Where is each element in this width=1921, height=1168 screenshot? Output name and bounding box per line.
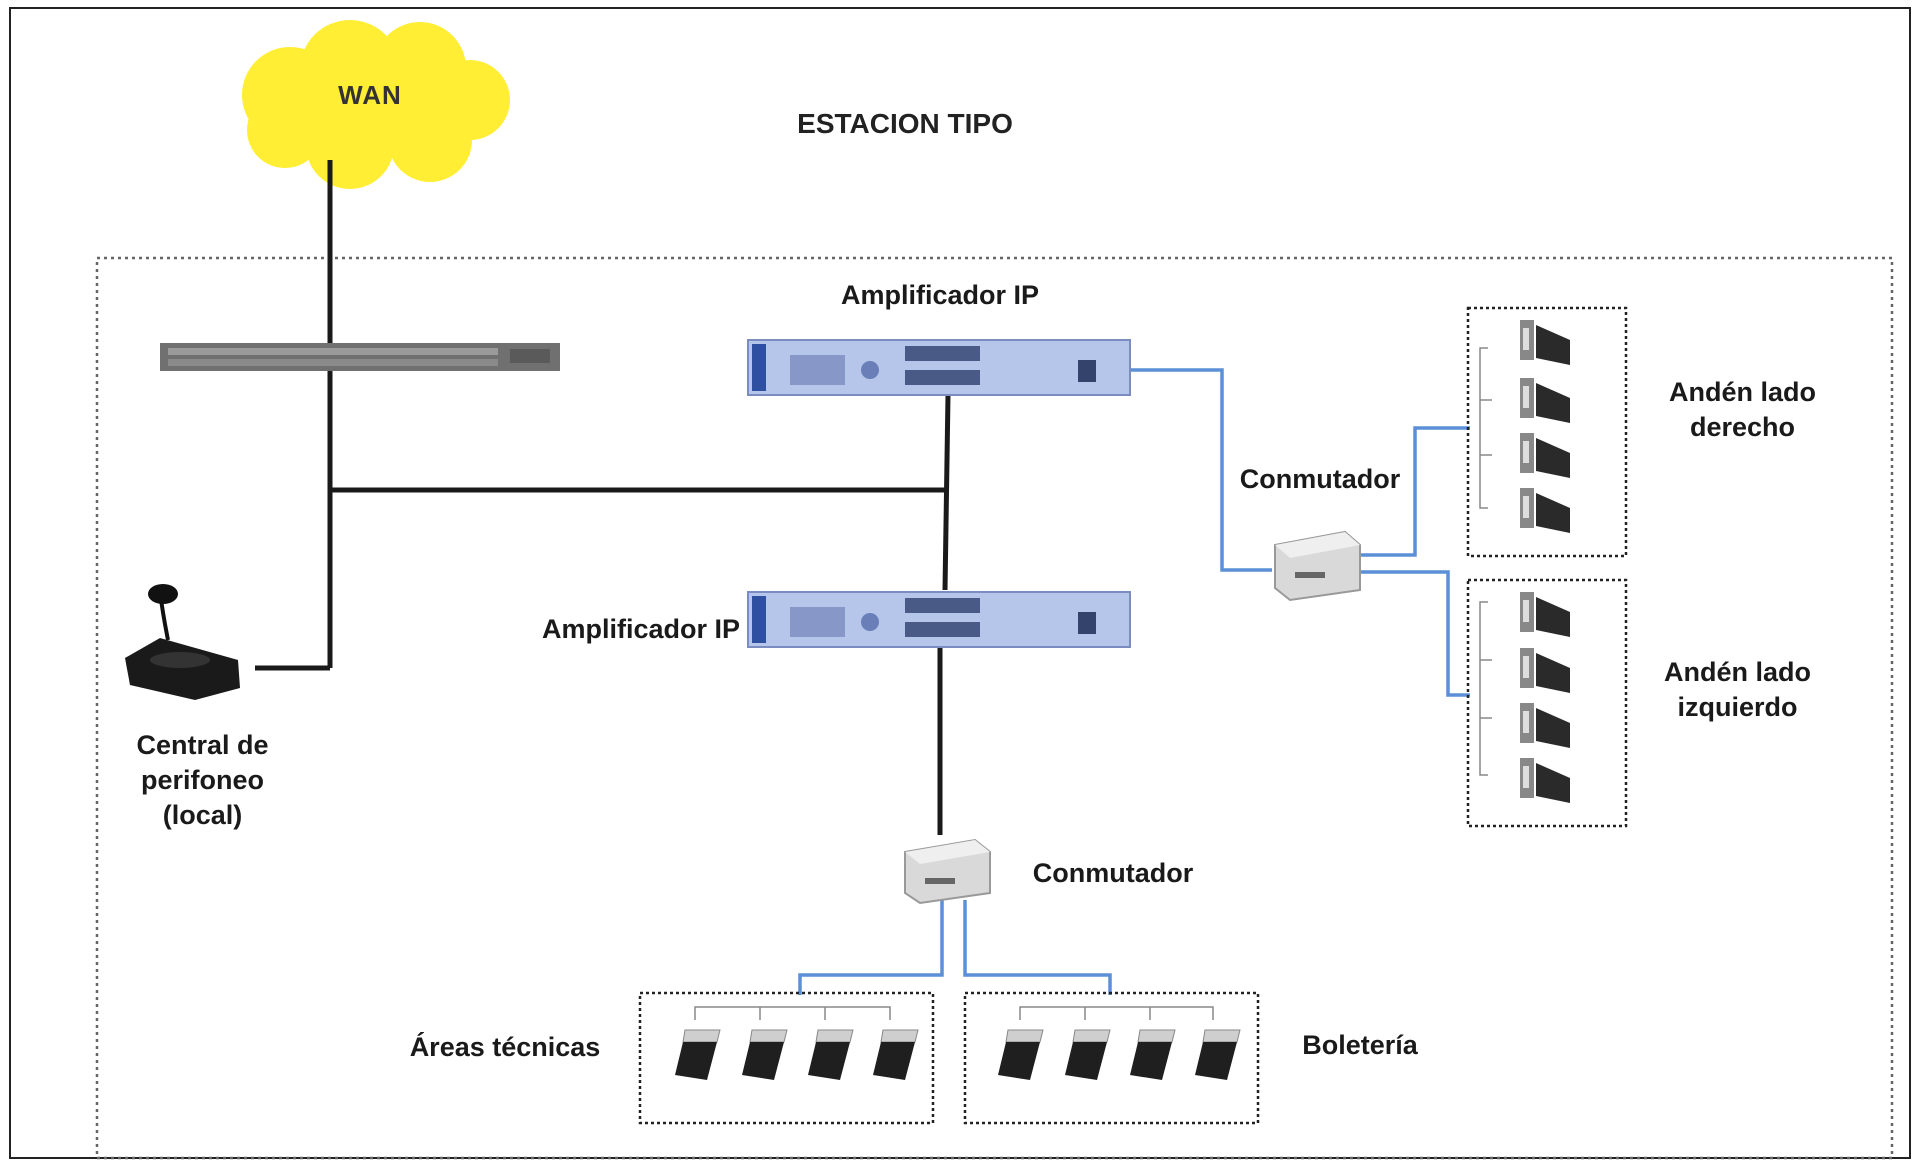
diagram-title: ESTACION TIPO xyxy=(797,108,1013,139)
amplifier-top-label: Amplificador IP xyxy=(840,280,1040,310)
amplifier-mid-label: Amplificador IP xyxy=(541,614,740,644)
console-label: Central de perifoneo (local) xyxy=(110,728,295,833)
wan-label: WAN xyxy=(338,80,402,110)
network-links xyxy=(255,160,951,835)
paging-console-icon xyxy=(125,584,240,700)
platform-right-label-line-1: Andén lado xyxy=(1669,377,1816,407)
switch-bottom-label: Conmutador xyxy=(1032,858,1194,888)
audio-links xyxy=(798,368,1470,995)
technical-areas-label: Áreas técnicas xyxy=(409,1032,601,1062)
ticket-office-label: Boletería xyxy=(1302,1030,1418,1060)
switch-right-label: Conmutador xyxy=(1239,464,1401,494)
speakers-technical-areas xyxy=(675,1029,919,1080)
console-label-line-1: Central de xyxy=(136,730,269,760)
switch-right-icon xyxy=(1274,530,1361,602)
switch-bottom-icon xyxy=(904,838,991,905)
platform-left-label: Andén lado izquierdo xyxy=(1645,655,1830,725)
platform-left-label-line-2: izquierdo xyxy=(1677,692,1798,722)
platform-right-label: Andén lado derecho xyxy=(1650,375,1835,445)
console-label-line-2: perifoneo xyxy=(140,765,264,795)
platform-right-label-line-2: derecho xyxy=(1689,412,1796,442)
speakers-right-lower xyxy=(1520,592,1570,803)
station-boundary xyxy=(95,256,1894,1160)
speaker-bus-lines xyxy=(694,347,1492,1020)
console-label-line-3: (local) xyxy=(162,800,243,830)
outer-frame xyxy=(9,7,1911,1159)
platform-left-label-line-1: Andén lado xyxy=(1664,657,1811,687)
network-switch-icon xyxy=(160,343,560,371)
speakers-right-upper xyxy=(1520,320,1570,533)
amplifier-top-icon xyxy=(747,339,1131,396)
speaker-group-boxes xyxy=(638,306,1628,1125)
amplifier-middle-icon xyxy=(747,591,1131,648)
speakers-ticket-office xyxy=(998,1029,1241,1080)
